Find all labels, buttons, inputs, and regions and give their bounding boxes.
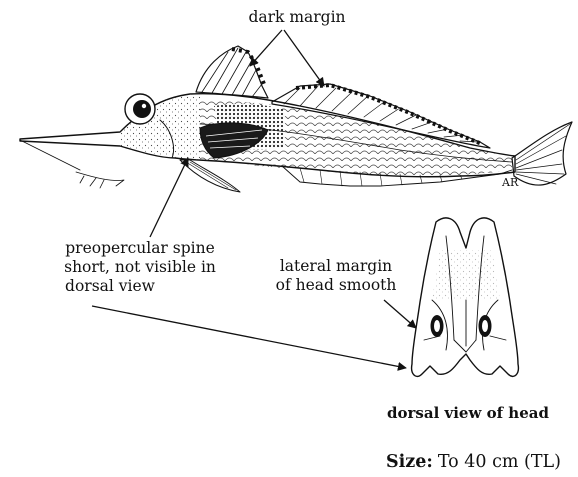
lateral-margin-arrow — [384, 300, 416, 328]
lateral-margin-label-line-2: of head smooth — [276, 276, 397, 294]
preopercular-label-line-3: dorsal view — [65, 277, 156, 295]
dark-margin-arrow-2 — [284, 30, 324, 86]
preopercular-label-line-1: preopercular spine — [65, 239, 215, 257]
preopercular-arrow-to-fish — [150, 158, 188, 237]
dorsal-view-caption: dorsal view of head — [387, 404, 549, 422]
size-line: Size:To 40 cm (TL) — [386, 452, 561, 472]
lateral-margin-label-line-1: lateral margin — [280, 257, 392, 275]
artist-mark: AR — [501, 176, 519, 189]
preopercular-arrow-to-head — [92, 306, 406, 368]
dark-margin-label: dark margin — [248, 8, 345, 26]
dark-margin-arrow-1 — [250, 30, 282, 66]
dorsal-head-illustration — [412, 218, 519, 376]
size-label: Size: — [386, 452, 433, 472]
fish-illustration: AR — [20, 46, 572, 192]
size-value: To 40 cm (TL) — [438, 452, 561, 472]
preopercular-label-line-2: short, not visible in — [64, 258, 216, 276]
